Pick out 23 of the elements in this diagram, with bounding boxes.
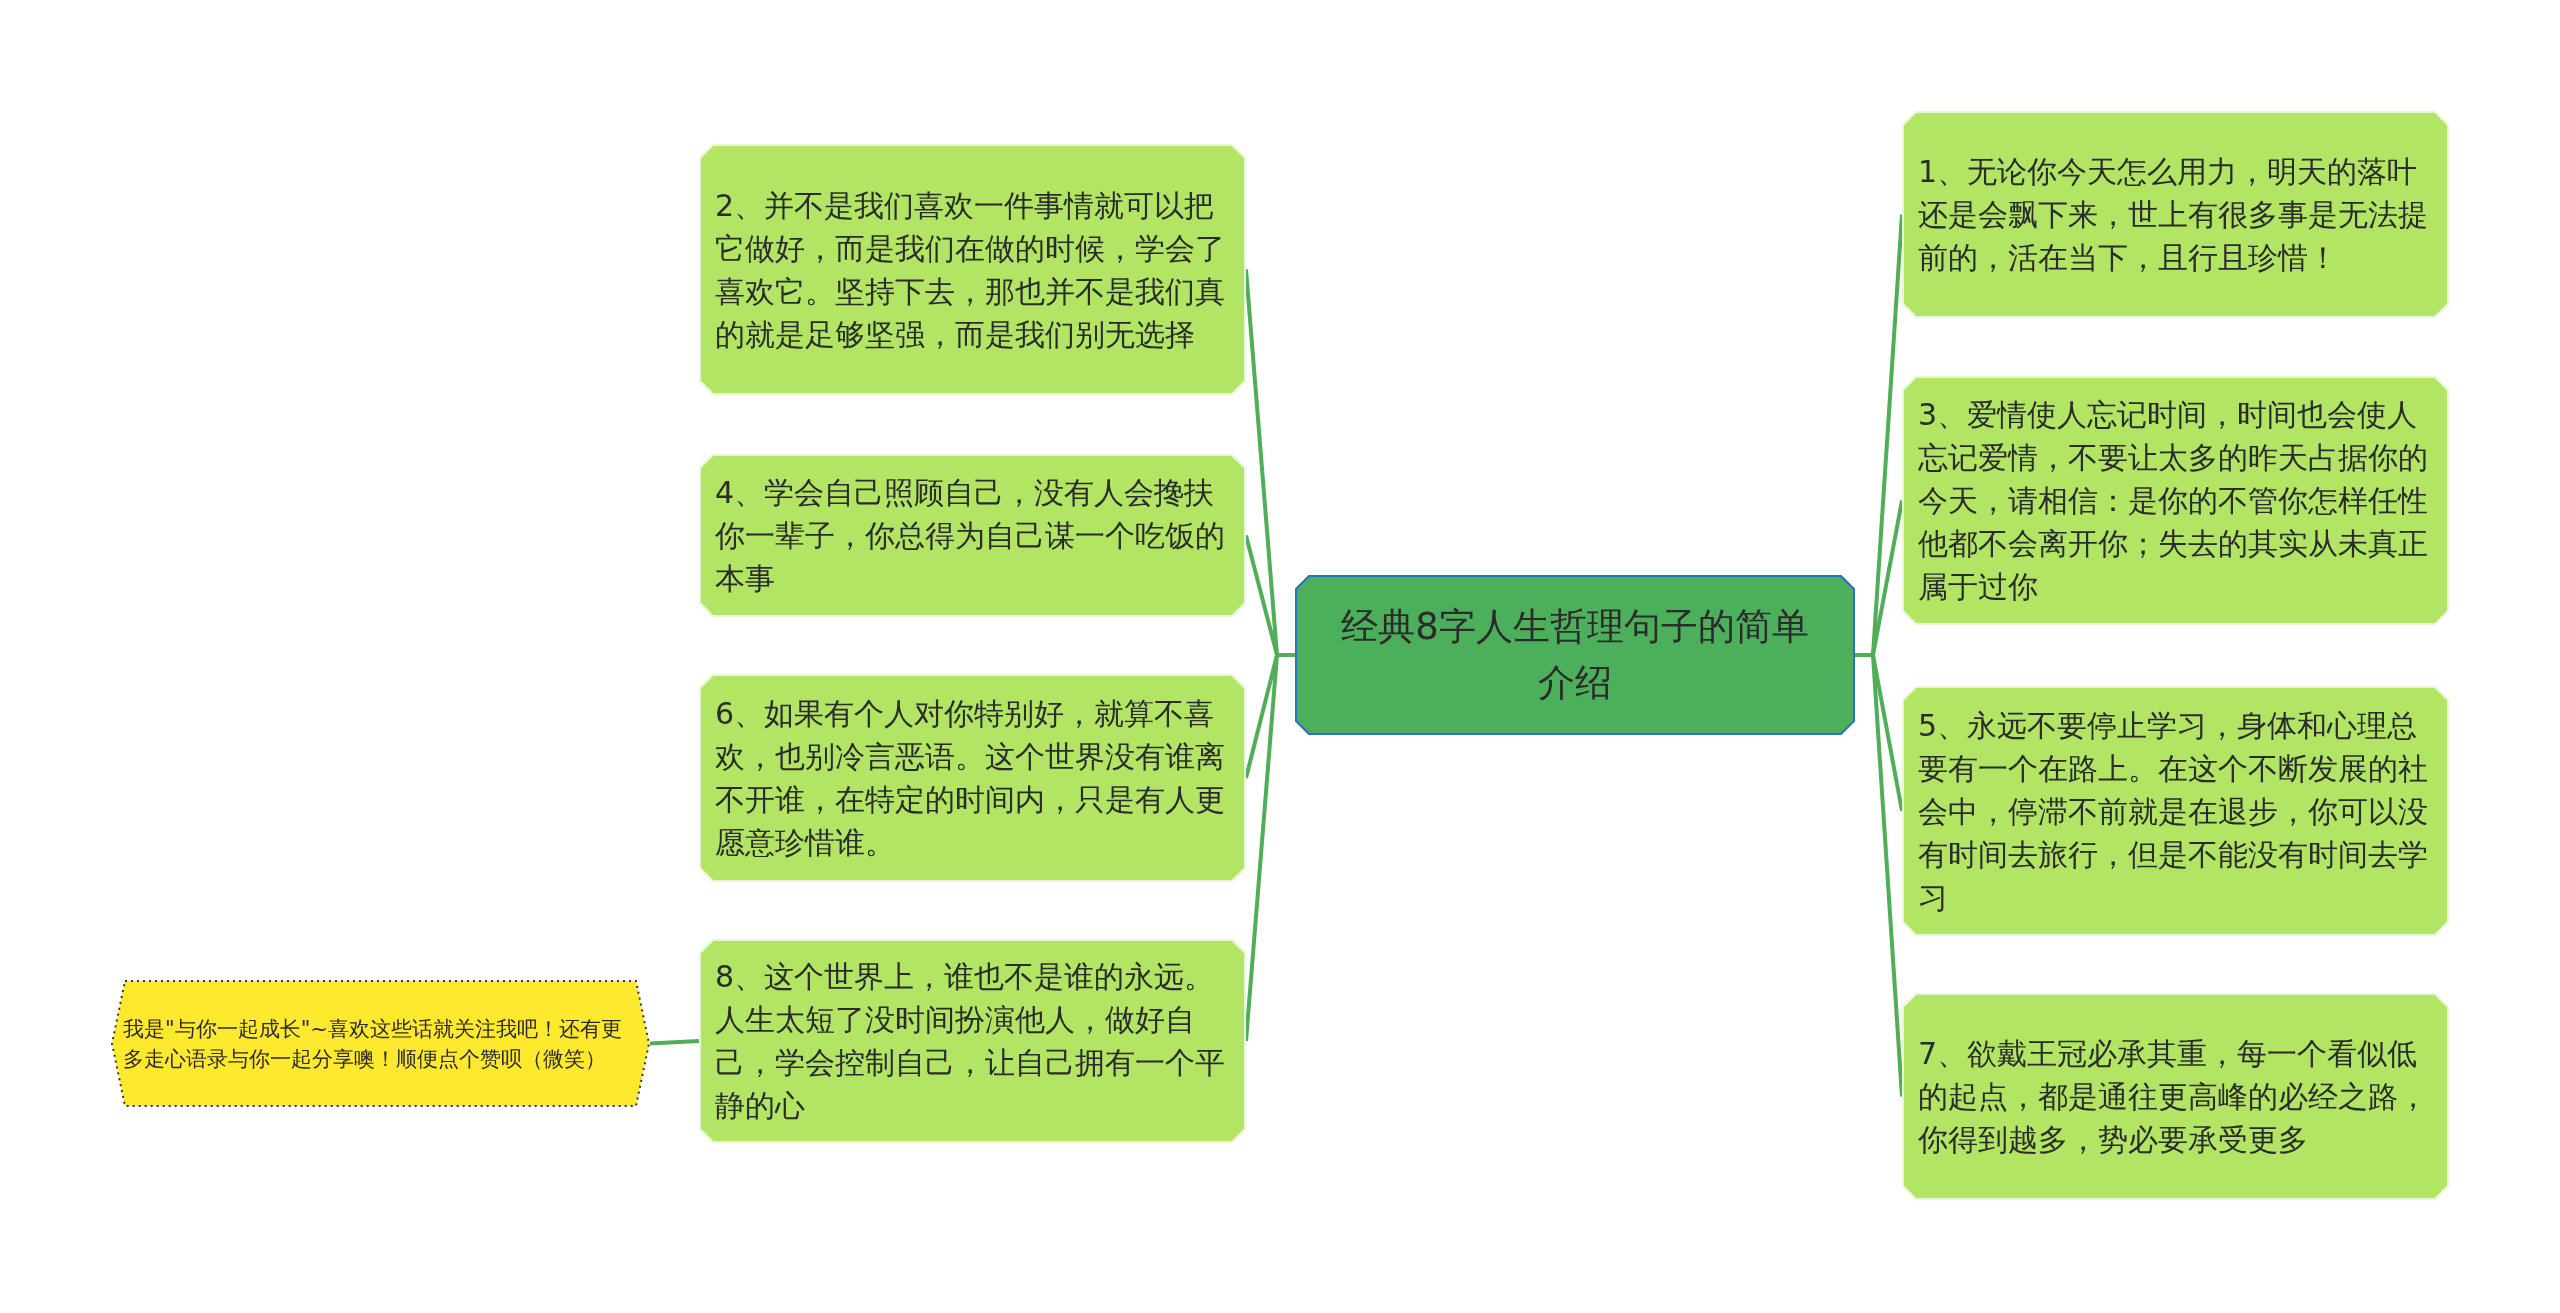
connector-line [649, 1039, 700, 1046]
quote-box [699, 454, 1246, 617]
quote-text: 7、欲戴王冠必承其重，每一个看似低的起点，都是通往更高峰的必经之路，你得到越多，势必要承受更多 [1918, 1035, 2429, 1159]
quote-box [699, 144, 1246, 395]
quote-box [699, 674, 1246, 882]
quote-box [1902, 111, 2449, 318]
quote-text: 3、爱情使人忘记时间，时间也会使人忘记爱情，不要让太多的昨天占据你的今天，请相信：是你的不管你怎样任性他都不会离开你；失去的其实从未真正属于过你 [1918, 396, 2429, 606]
note-text: 我是"与你一起成长"~喜欢这些话就关注我吧！还有更多走心语录与你一起分享噢！顺便点个赞呗（微笑） [123, 1015, 623, 1073]
quote-text: 4、学会自己照顾自己，没有人会搀扶你一辈子，你总得为自己谋一个吃饭的本事 [715, 474, 1226, 598]
connector-line [1855, 653, 1904, 1097]
topic-box [1295, 575, 1855, 735]
connector-line [1244, 653, 1295, 1042]
quote-box [699, 939, 1246, 1143]
quote-box [1902, 376, 2449, 625]
note-box [111, 980, 650, 1107]
quote-text: 8、这个世界上，谁也不是谁的永远。人生太短了没时间扮演他人，做好自己，学会控制自己，让自己拥有一个平静的心 [715, 958, 1226, 1125]
topic-title: 经典8字人生哲理句子的简单介绍 [1340, 604, 1810, 706]
quote-text: 6、如果有个人对你特别好，就算不喜欢，也别冷言恶语。这个世界没有谁离不开谁，在特定的时间内，只是有人更愿意珍惜谁。 [715, 695, 1226, 862]
quote-text: 5、永远不要停止学习，身体和心理总要有一个在路上。在这个不断发展的社会中，停滞不前就是在退步，你可以没有时间去旅行，但是不能没有时间去学习 [1918, 706, 2429, 917]
quote-text: 1、无论你今天怎么用力，明天的落叶还是会飘下来，世上有很多事是无法提前的，活在当下，且行且珍惜！ [1918, 153, 2429, 277]
quote-box [1902, 686, 2449, 936]
quote-box [1902, 993, 2449, 1200]
quote-text: 2、并不是我们喜欢一件事情就可以把它做好，而是我们在做的时候，学会了喜欢它。坚持下去，那也并不是我们真的就是足够坚强，而是我们别无选择 [715, 186, 1226, 354]
